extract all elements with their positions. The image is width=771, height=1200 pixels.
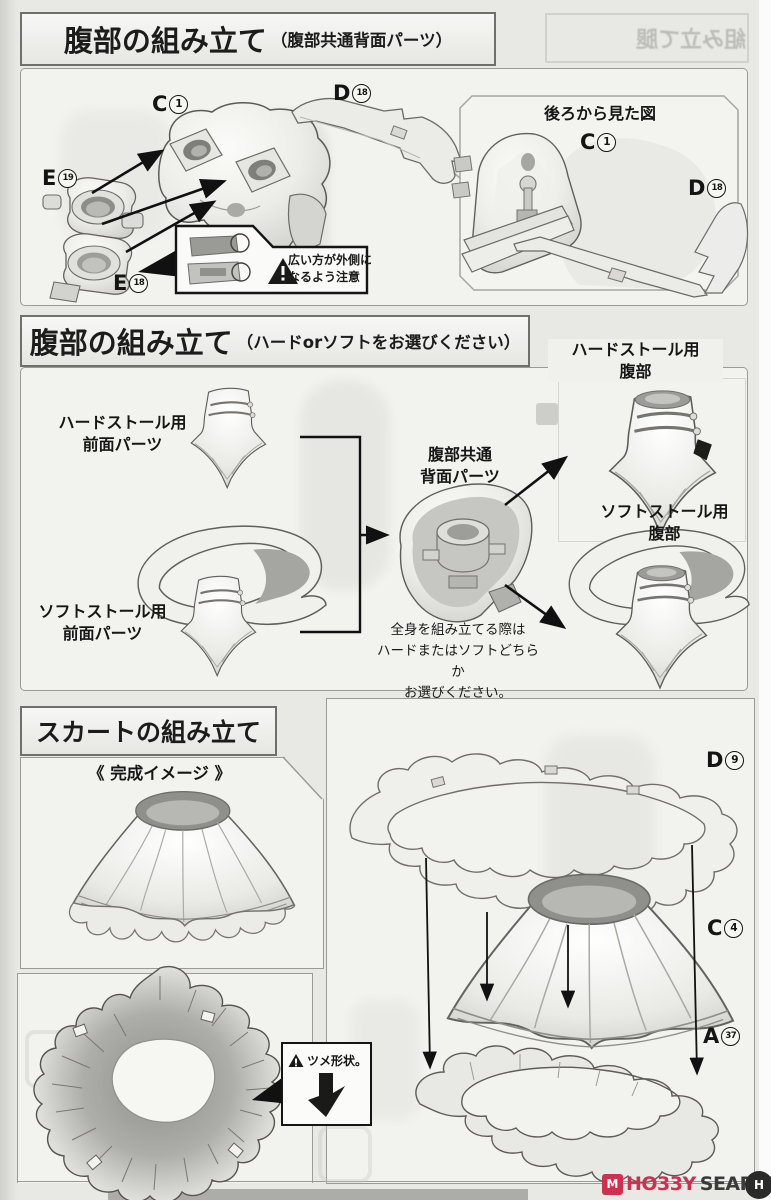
inset-title: 後ろから見た図 (543, 104, 656, 123)
part-a37 (415, 1045, 720, 1183)
bleed-box (545, 13, 749, 63)
hobby-search-logo: M HO33Y SEARCH H (602, 1168, 771, 1200)
section1-title: 腹部の組み立て (63, 24, 267, 58)
bleed-box (318, 1125, 372, 1183)
part-back-common (399, 483, 533, 623)
bleed-bar (108, 1189, 528, 1200)
label-soft-result: ソフトストール用 腹部 (600, 502, 729, 543)
part-d9 (349, 753, 738, 918)
section2-subtitle: （ハードorソフトをお選びください） (236, 333, 521, 352)
part-e19 (42, 177, 144, 239)
part-c4 (446, 873, 735, 1049)
section3-title: スカートの組み立て (35, 718, 261, 747)
warning-icon (288, 1054, 304, 1067)
claw-note-text: ツメ形状。 (307, 1054, 368, 1068)
logo-icon: M (602, 1173, 623, 1195)
section1-subtitle: （腹部共通背面パーツ） (270, 31, 453, 50)
logo-badge: H (745, 1171, 771, 1199)
section3-header: スカートの組み立て (20, 706, 277, 756)
section2-note: 全身を組み立てる際は ハードまたはソフトどちらか お選びください。 (377, 622, 539, 701)
bottom-border (17, 1181, 753, 1182)
label-soft-front: ソフトストール用 前面パーツ (38, 602, 167, 643)
inset-d18 (513, 202, 749, 298)
section2-title: 腹部の組み立て (29, 326, 233, 360)
scan-right-margin (759, 0, 771, 1200)
bleed-box (536, 403, 558, 425)
section2-header: 腹部の組み立て （ハードorソフトをお選びください） (20, 315, 530, 367)
claw-shape-icon (308, 1073, 345, 1117)
part-hard-result (608, 390, 717, 536)
logo-brand-red: HO33Y (626, 1173, 696, 1195)
skirt-underside (33, 965, 283, 1200)
warning-diagram (187, 233, 298, 285)
warning-note: 広い方が外側に なるよう注意 (288, 253, 373, 284)
scan-left-shadow (0, 0, 18, 1200)
label-hard-result: ハードストール用 腹部 (548, 339, 723, 383)
claw-note-box: ツメ形状。 (281, 1042, 372, 1126)
label-hard-front: ハードストール用 前面パーツ (58, 413, 187, 454)
part-d18-main (291, 97, 464, 184)
complete-image-label: 《 完成イメージ 》 (88, 764, 232, 783)
section1-header: 腹部の組み立て （腹部共通背面パーツ） (20, 12, 496, 66)
label-back-common: 腹部共通 背面パーツ (420, 445, 500, 486)
part-soft-result (568, 528, 750, 690)
skirt-complete (68, 790, 296, 943)
part-e18 (49, 233, 133, 303)
